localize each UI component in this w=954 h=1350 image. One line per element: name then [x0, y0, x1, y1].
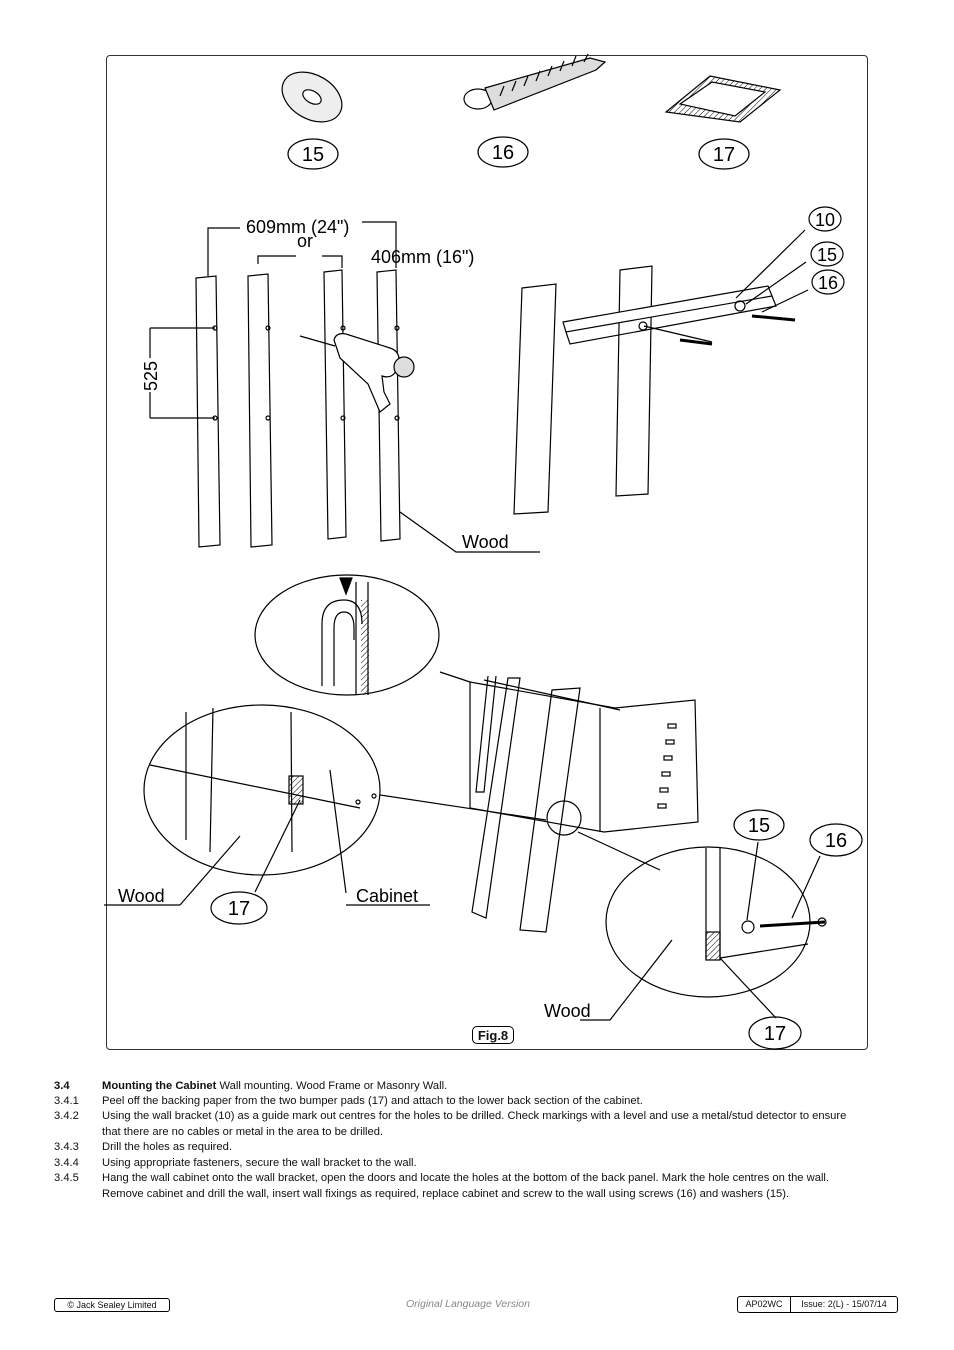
bumper-pad-icon: [664, 75, 782, 123]
step-number: 3.4.2: [54, 1110, 79, 1122]
wood-studs: [195, 269, 401, 548]
dimension-609: 609mm (24"): [246, 217, 349, 237]
bracket-assembly: [513, 229, 809, 515]
dimension-525: 525: [141, 361, 161, 391]
washer-icon: [281, 71, 343, 123]
part-number-17-badge: [698, 138, 750, 170]
figure-caption: Fig.8: [472, 1026, 514, 1044]
drill-icon: [299, 333, 415, 413]
dimension-406: 406mm (16"): [371, 247, 474, 267]
cabinet-label: Cabinet: [356, 886, 418, 906]
step-text: Hang the wall cabinet onto the wall brac…: [102, 1172, 830, 1200]
step-number: 3.4.3: [54, 1141, 79, 1153]
callout-17-left: 17: [228, 898, 250, 920]
step-text: Drill the holes as required.: [102, 1141, 232, 1153]
section-title: Mounting the Cabinet: [102, 1080, 217, 1092]
model-code: AP02WC: [738, 1297, 791, 1312]
copyright-box: © Jack Sealey Limited: [54, 1298, 170, 1312]
callout-16-lower: 16: [825, 830, 847, 852]
figure-frame: [106, 55, 868, 1050]
callout-17-lower: 17: [764, 1023, 786, 1045]
assembly-diagram: 15 16 17 609mm (24") or 406mm (16") 525 …: [104, 53, 863, 1050]
hook-detail: [254, 574, 440, 696]
callout-15-lower: 15: [748, 815, 770, 837]
document-code-box: AP02WC Issue: 2(L) - 15/07/14: [737, 1296, 898, 1313]
step-number: 3.4.1: [54, 1095, 79, 1107]
part-15-label: 15: [302, 144, 324, 166]
wood-leader: [399, 511, 540, 553]
section-subtitle: Wall mounting. Wood Frame or Masonry Wal…: [216, 1080, 448, 1092]
step-text: Using the wall bracket (10) as a guide m…: [102, 1110, 847, 1138]
step-number: 3.4.5: [54, 1172, 79, 1184]
cabinet-assembly: [469, 675, 699, 933]
section-number: 3.4: [54, 1080, 70, 1092]
wood-label-lower: Wood: [544, 1001, 591, 1021]
dimension-lines: [149, 221, 397, 419]
part-16-label: 16: [492, 142, 514, 164]
right-detail: [580, 841, 827, 1021]
step-number: 3.4.4: [54, 1157, 79, 1169]
language-note: Original Language Version: [406, 1298, 530, 1310]
part-17-label: 17: [713, 144, 735, 166]
wood-label-upper: Wood: [462, 532, 509, 552]
part-number-15-badge: [287, 138, 339, 170]
issue-date: Issue: 2(L) - 15/07/14: [801, 1299, 887, 1309]
part-number-16-badge: [477, 136, 529, 168]
step-text: Peel off the backing paper from the two …: [102, 1095, 643, 1107]
dimension-or: or: [297, 231, 313, 251]
callout-10: 10: [815, 210, 835, 230]
callout-16-upper: 16: [818, 273, 838, 293]
left-detail: [104, 704, 430, 906]
screw-icon: [463, 53, 607, 111]
step-text: Using appropriate fasteners, secure the …: [102, 1157, 417, 1169]
wood-label-left: Wood: [118, 886, 165, 906]
callout-15-upper: 15: [817, 245, 837, 265]
